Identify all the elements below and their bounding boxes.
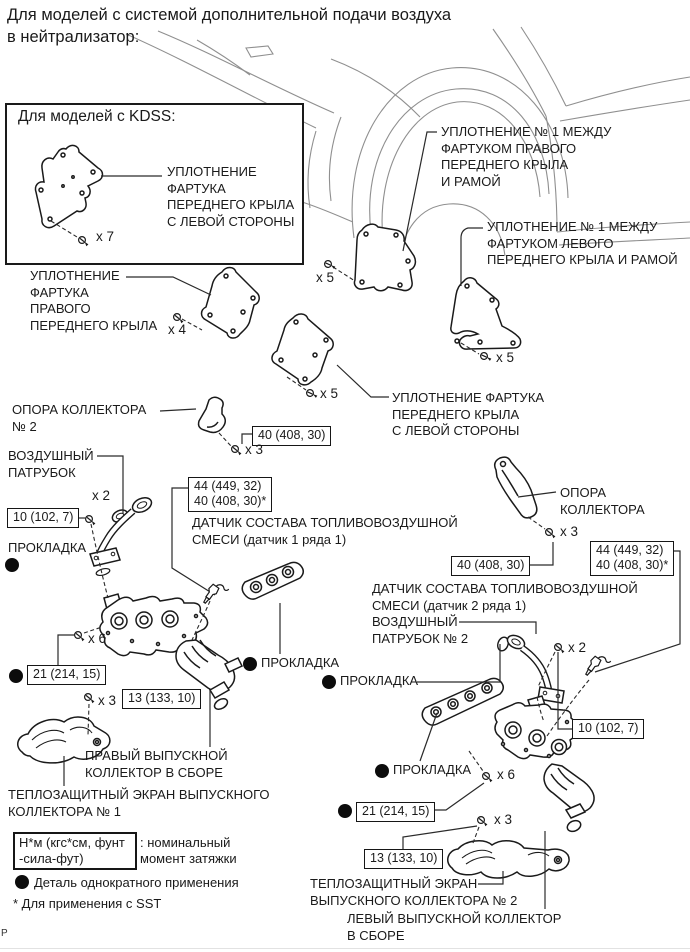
torque-box-13-heat-shield1: 13 (133, 10) <box>122 689 202 709</box>
seal-right-fender-label: УПЛОТНЕНИЕ ФАРТУКА ПРАВОГО ПЕРЕДНЕГО КРЫ… <box>30 268 158 333</box>
count-x6-left-manifold: x 6 <box>497 767 516 782</box>
count-x3-support: x 3 <box>560 524 579 539</box>
page-edge-line <box>0 948 690 949</box>
single-use-dot-icon <box>9 669 23 683</box>
legend-single-use-note: Деталь однократного применения <box>34 875 239 890</box>
torque-box-44-40-sensor2: 44 (449, 32) 40 (408, 30)* <box>590 541 675 576</box>
single-use-dot-icon <box>375 764 389 778</box>
seal-no1-right-label: УПЛОТНЕНИЕ № 1 МЕЖДУ ФАРТУКОМ ПРАВОГО ПЕ… <box>441 124 612 189</box>
torque-box-40-support: 40 (408, 30) <box>451 556 531 576</box>
count-x5-seal-left: x 5 <box>496 350 515 365</box>
page-title: Для моделей с системой дополнительной по… <box>7 6 452 46</box>
left-exhaust-manifold-label: ЛЕВЫЙ ВЫПУСКНОЙ КОЛЛЕКТОР В СБОРЕ <box>347 911 562 943</box>
count-x7: x 7 <box>96 229 115 244</box>
count-x2-air-tube2: x 2 <box>568 640 587 655</box>
right-exhaust-manifold-part <box>99 593 244 710</box>
count-x4: x 4 <box>168 322 187 337</box>
torque-box-13-heat-shield2: 13 (133, 10) <box>364 849 444 869</box>
manifold-supports <box>197 396 538 519</box>
gasket-label-air-tube: ПРОКЛАДКА <box>8 540 87 555</box>
single-use-dot-icon <box>5 558 19 572</box>
heat-shield-no2-label: ТЕПЛОЗАЩИТНЫЙ ЭКРАН ВЫПУСКНОГО КОЛЛЕКТОР… <box>310 876 518 908</box>
leader-lines <box>57 131 681 909</box>
seal-no1-left-label: УПЛОТНЕНИЕ № 1 МЕЖДУ ФАРТУКОМ ЛЕВОГО ПЕР… <box>487 219 678 267</box>
count-x3-heat-shield1: x 3 <box>98 693 117 708</box>
manifold-support-label: ОПОРА КОЛЛЕКТОРА <box>560 485 645 517</box>
count-x5-seal-right: x 5 <box>316 270 335 285</box>
count-x3-heat-shield2: x 3 <box>494 812 513 827</box>
torque-box-10-air-tube2: 10 (102, 7) <box>572 719 645 739</box>
manifold-gaskets <box>241 561 504 726</box>
seal-left-fender-label: УПЛОТНЕНИЕ ФАРТУКА ПЕРЕДНЕГО КРЫЛА С ЛЕВ… <box>392 390 545 438</box>
right-exhaust-manifold-label: ПРАВЫЙ ВЫПУСКНОЙ КОЛЛЕКТОР В СБОРЕ <box>85 748 228 780</box>
torque-box-21-right-manifold: 21 (214, 15) <box>27 665 107 685</box>
kdss-seal-label: УПЛОТНЕНИЕ ФАРТУКА ПЕРЕДНЕГО КРЫЛА С ЛЕВ… <box>167 164 295 229</box>
car-body-outline <box>125 26 690 267</box>
air-tube-label: ВОЗДУШНЫЙ ПАТРУБОК <box>8 448 94 480</box>
gasket-label-left-manifold: ПРОКЛАДКА <box>393 762 472 777</box>
heat-shield-parts <box>17 716 570 879</box>
left-exhaust-manifold-part <box>494 695 595 833</box>
count-x2-air-tube: x 2 <box>92 488 111 503</box>
air-tube-no2-label: ВОЗДУШНЫЙ ПАТРУБОК № 2 <box>372 614 469 646</box>
count-x3-support2: x 3 <box>245 442 264 457</box>
afr-sensor2-label: ДАТЧИК СОСТАВА ТОПЛИВОВОЗДУШНОЙ СМЕСИ (д… <box>372 581 638 613</box>
torque-box-40-support2: 40 (408, 30) <box>252 426 332 446</box>
dashed-assembly-lines <box>50 220 590 844</box>
single-use-dot-icon <box>338 804 352 818</box>
count-x5-seal-middle: x 5 <box>320 386 339 401</box>
legend-units-box: Н*м (кгс*см, фунт -сила-фут) <box>13 832 137 870</box>
count-x6-right-manifold: x 6 <box>88 631 107 646</box>
single-use-dot-icon <box>322 675 336 689</box>
air-tube-no2-part <box>497 634 565 704</box>
gasket-label-air-tube2: ПРОКЛАДКА <box>340 673 419 688</box>
gasket-label-right-manifold: ПРОКЛАДКА <box>261 655 340 670</box>
legend-sst-note: * Для применения с SST <box>13 896 162 911</box>
single-use-dot-icon <box>15 875 29 889</box>
torque-box-10-air-tube: 10 (102, 7) <box>7 508 80 528</box>
kdss-box-title: Для моделей с KDSS: <box>18 108 176 125</box>
legend-units-meaning: : номинальный момент затяжки <box>140 835 237 866</box>
torque-box-44-40-sensor1: 44 (449, 32) 40 (408, 30)* <box>188 477 273 512</box>
heat-shield-no1-label: ТЕПЛОЗАЩИТНЫЙ ЭКРАН ВЫПУСКНОГО КОЛЛЕКТОР… <box>8 787 270 819</box>
fender-apron-seal-parts <box>34 144 522 386</box>
single-use-dot-icon <box>243 657 257 671</box>
page-marker: P <box>1 928 8 939</box>
manifold-support-no2-label: ОПОРА КОЛЛЕКТОРА № 2 <box>12 402 147 434</box>
torque-box-21-left-manifold: 21 (214, 15) <box>356 802 436 822</box>
afr-sensor1-label: ДАТЧИК СОСТАВА ТОПЛИВОВОЗДУШНОЙ СМЕСИ (д… <box>192 515 458 547</box>
